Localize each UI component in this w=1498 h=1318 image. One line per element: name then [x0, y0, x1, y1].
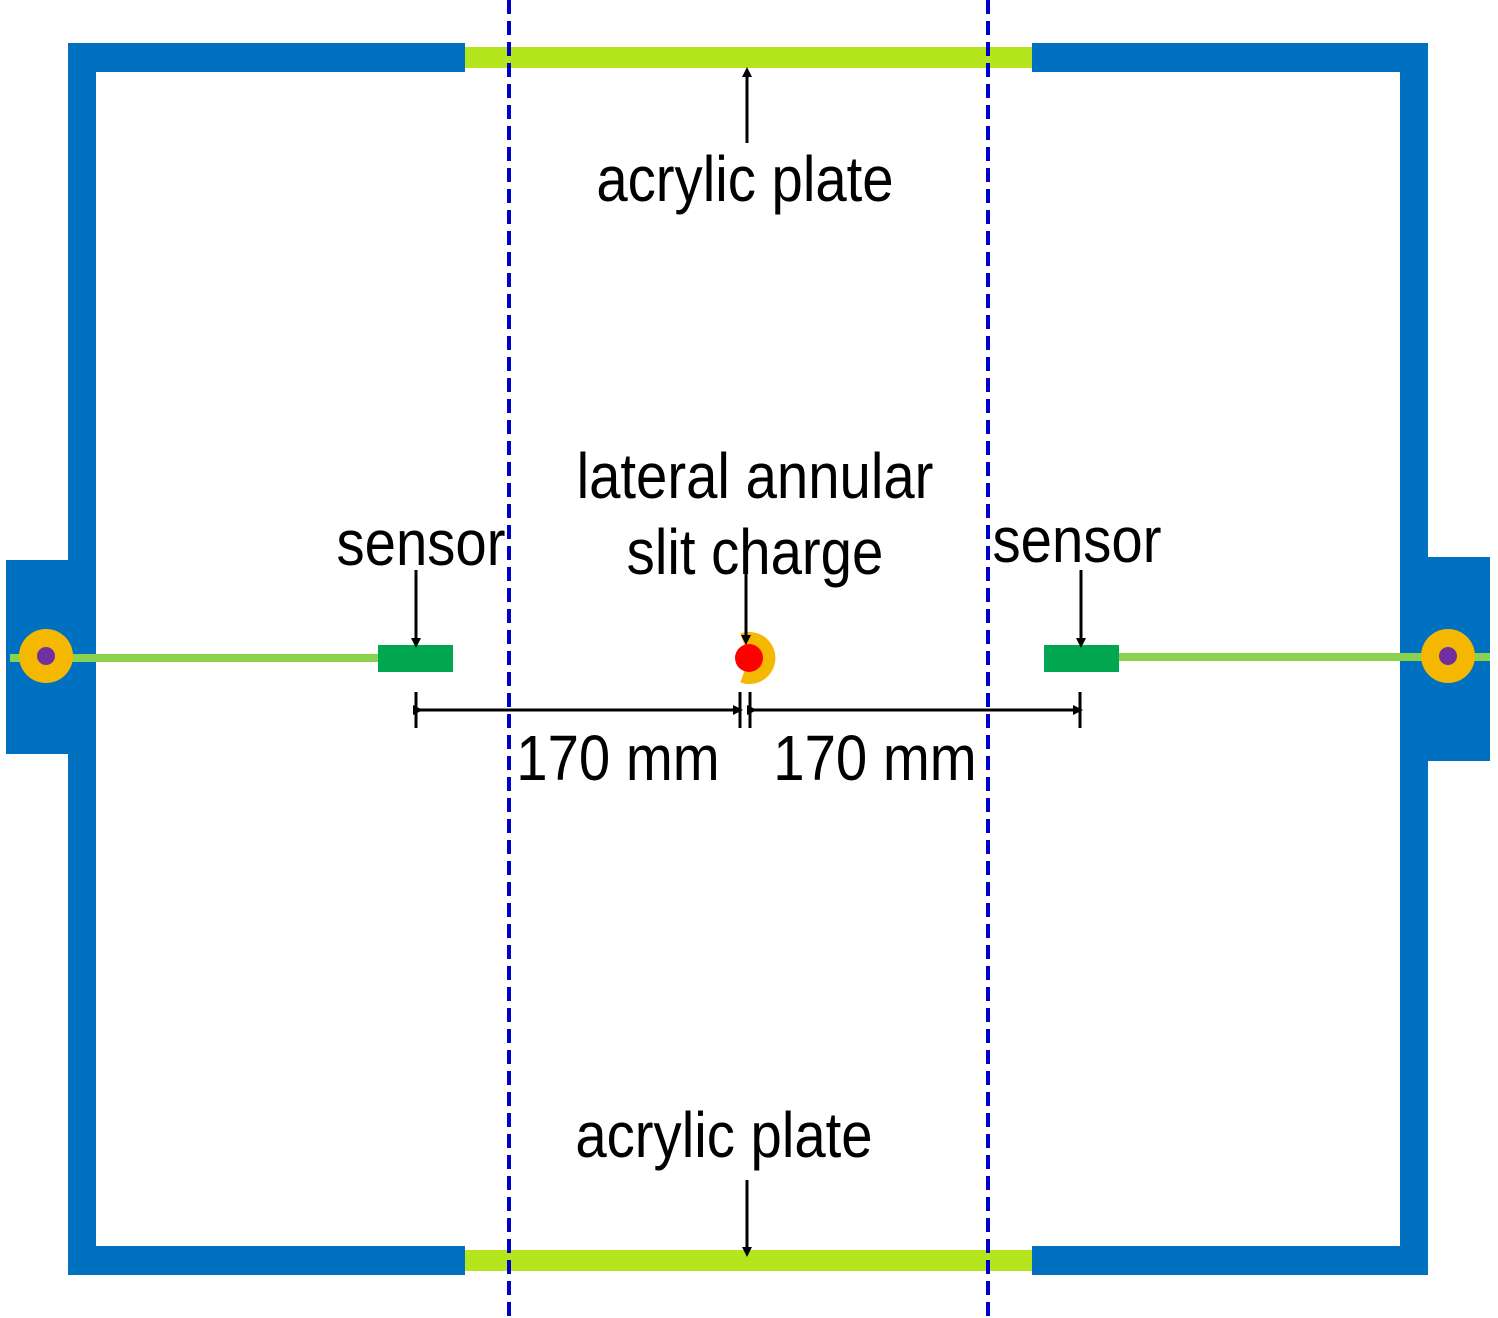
label-distance-left: 170 mm — [516, 722, 719, 794]
acrylic-plate-bottom — [465, 1250, 1032, 1271]
circular-connector-icon — [19, 629, 73, 683]
dimension-left — [413, 692, 743, 728]
frame-top-right — [1032, 43, 1428, 72]
label-acrylic-plate-bottom: acrylic plate — [575, 1099, 872, 1171]
annular-slit-charge-icon — [735, 632, 776, 684]
frame-top-left — [68, 43, 465, 72]
label-acrylic-plate-top: acrylic plate — [596, 143, 893, 215]
dimension-right — [747, 692, 1083, 728]
frame-bottom-right — [1032, 1246, 1428, 1275]
label-charge-line1: lateral annular — [577, 440, 934, 512]
label-sensor-left: sensor — [336, 507, 505, 579]
sensor-left — [378, 645, 453, 672]
label-distance-right: 170 mm — [773, 722, 976, 794]
label-charge-line2: slit charge — [627, 516, 884, 588]
circular-connector-icon — [1421, 629, 1475, 683]
acrylic-plate-top — [465, 47, 1032, 68]
label-sensor-right: sensor — [992, 504, 1161, 576]
frame-bottom-left — [68, 1246, 465, 1275]
sensor-right — [1044, 645, 1119, 672]
